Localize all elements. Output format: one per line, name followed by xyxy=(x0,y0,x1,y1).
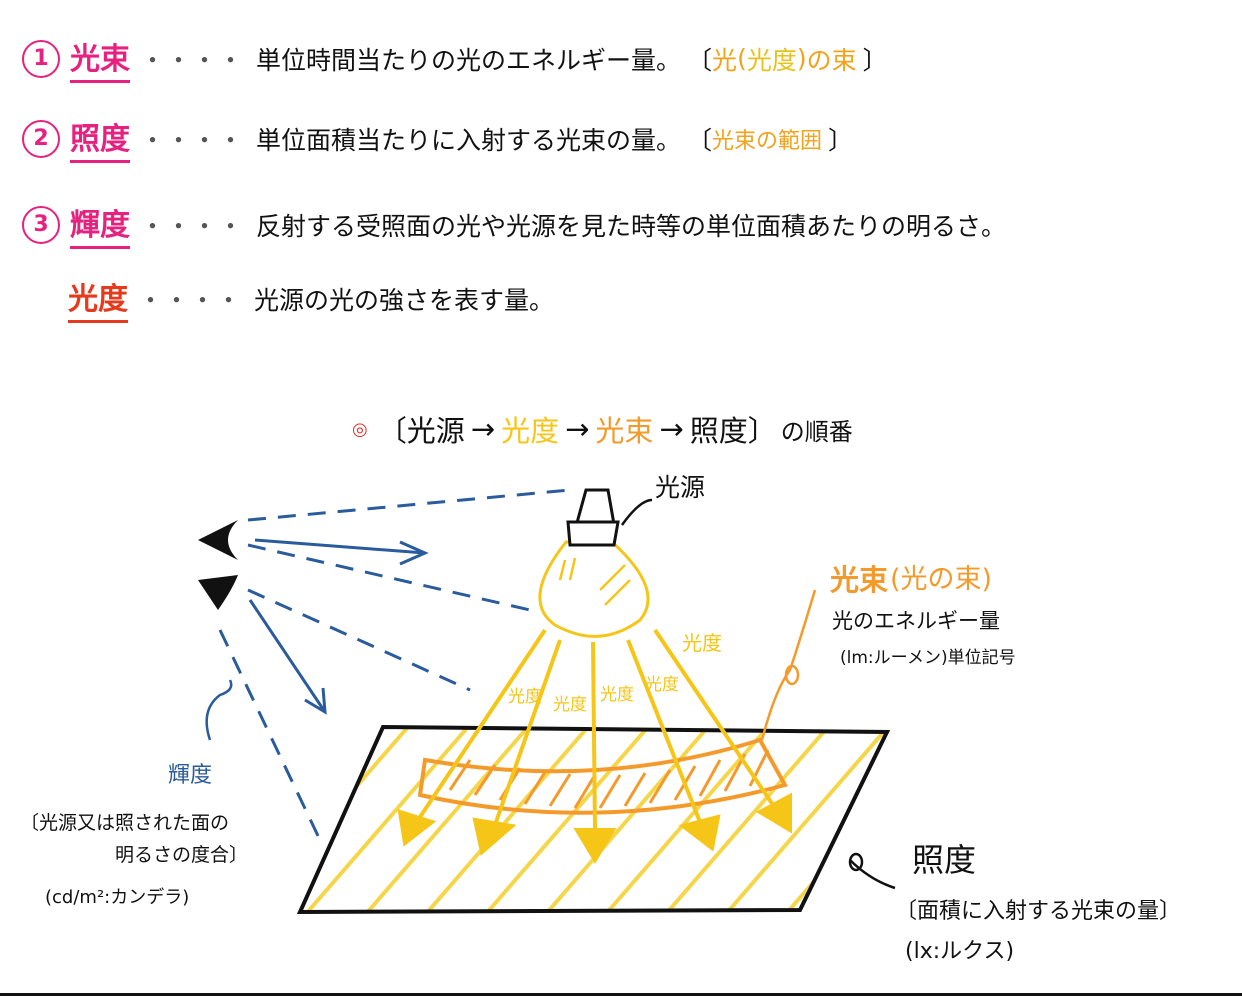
light-bulb-icon xyxy=(538,488,653,638)
term-luminous-intensity: 光度 xyxy=(68,274,128,323)
note-part: の束 xyxy=(806,45,857,75)
term-luminous-flux: 光束 xyxy=(70,34,130,83)
arrow-right-icon: → xyxy=(565,412,590,446)
intensity-label: 光度 xyxy=(600,685,634,705)
definition-luminous-flux: 1 光束 ・・・・ 単位時間当たりの光のエネルギー量。 〔 光 ( 光度 ) の… xyxy=(22,34,888,83)
ellipsis: ・・・・ xyxy=(140,211,245,241)
arrow-right-icon: → xyxy=(659,412,684,446)
note-bracket-close: 〕 xyxy=(862,45,888,75)
flow-step-flux: 光束 xyxy=(595,414,654,448)
light-rays xyxy=(397,628,792,864)
definition-luminous-intensity: 光度 ・・・・ 光源の光の強さを表す量。 xyxy=(68,274,554,323)
illuminance-desc: 〔面積に入射する光束の量〕 xyxy=(895,899,1182,924)
definition-text: 反射する受照面の光や光源を見た時等の単位面積あたりの明るさ。 xyxy=(256,211,1007,241)
leader-lines xyxy=(205,589,896,890)
flow-step-intensity: 光度 xyxy=(501,414,560,448)
flux-title: 光束 xyxy=(830,563,889,597)
intensity-label: 光度 xyxy=(645,675,679,695)
note-bracket-open: 〔 xyxy=(687,45,713,75)
flow-order: ◎ 〔 光源 → 光度 → 光束 → 照度 〕 の順番 xyxy=(352,408,853,450)
double-circle-icon: ◎ xyxy=(352,418,368,440)
view-arrows xyxy=(248,538,429,715)
note-part: 光度 xyxy=(746,45,797,75)
flow-suffix: の順番 xyxy=(780,417,853,446)
view-lines xyxy=(218,488,571,841)
light-source-label: 光源 xyxy=(655,473,706,502)
note-bracket-open: 〔 xyxy=(687,125,713,155)
definition-luminance: 3 輝度 ・・・・ 反射する受照面の光や光源を見た時等の単位面積あたりの明るさ。 xyxy=(22,200,1006,249)
arrow-right-icon: → xyxy=(470,412,496,446)
definition-text: 光源の光の強さを表す量。 xyxy=(254,285,555,315)
note-part: ) xyxy=(796,44,807,73)
illuminance-unit: (lx:ルクス) xyxy=(905,939,1015,964)
luminance-unit: (cd/m²:カンデラ) xyxy=(45,887,190,908)
illuminated-plane xyxy=(296,724,891,915)
bottom-divider xyxy=(0,993,1242,996)
definition-text: 単位面積当たりに入射する光束の量。 xyxy=(256,125,682,155)
intensity-label: 光度 xyxy=(553,695,587,715)
flow-bracket-close: 〕 xyxy=(747,414,777,448)
luminance-desc-line1: 〔光源又は照された面の xyxy=(20,812,230,834)
definition-text: 単位時間当たりの光のエネルギー量。 xyxy=(256,45,682,75)
flow-step-illuminance: 照度 xyxy=(689,414,748,448)
note-part: 光 xyxy=(712,45,738,75)
note-text: 光束の範囲 xyxy=(712,128,823,154)
number-badge: 2 xyxy=(22,119,60,158)
eye-icon xyxy=(198,520,238,610)
illuminance-title: 照度 xyxy=(912,841,977,879)
ellipsis: ・・・・ xyxy=(140,45,245,75)
term-illuminance: 照度 xyxy=(70,114,130,163)
flow-step-light-source: 光源 xyxy=(406,414,465,448)
flux-paren: (光の束) xyxy=(890,564,993,595)
number-badge: 1 xyxy=(22,39,60,78)
flux-desc: 光のエネルギー量 xyxy=(832,609,1000,633)
flow-bracket-open: 〔 xyxy=(377,414,407,448)
number-badge: 3 xyxy=(22,205,60,244)
definition-illuminance: 2 照度 ・・・・ 単位面積当たりに入射する光束の量。 〔 光束の範囲 〕 xyxy=(22,114,853,163)
flux-band xyxy=(417,737,788,815)
flux-unit: (lm:ルーメン)単位記号 xyxy=(840,648,1016,668)
ellipsis: ・・・・ xyxy=(138,285,243,315)
luminance-title: 輝度 xyxy=(168,763,213,788)
luminance-desc-line2: 明るさの度合〕 xyxy=(115,844,249,866)
intensity-label: 光度 xyxy=(508,687,542,707)
note-bracket-close: 〕 xyxy=(828,125,854,155)
note-part: ( xyxy=(737,44,747,73)
ellipsis: ・・・・ xyxy=(140,125,245,155)
intensity-label: 光度 xyxy=(682,631,722,655)
term-luminance: 輝度 xyxy=(70,200,130,249)
